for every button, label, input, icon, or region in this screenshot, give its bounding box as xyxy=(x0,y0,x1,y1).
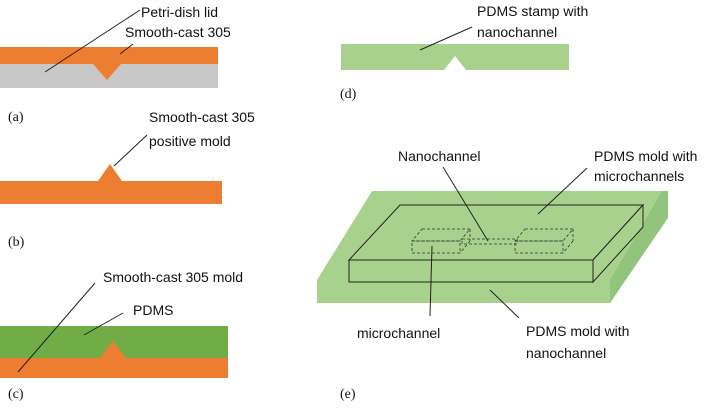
leader-line-smooth-cast-c xyxy=(17,282,96,373)
leader-line-top-mold xyxy=(537,167,588,215)
smooth-cast-v-tip xyxy=(93,64,121,80)
panel-c: Smooth-cast 305 mold PDMS (c) xyxy=(0,269,243,402)
nanochannel-e xyxy=(461,238,518,245)
label-top-mold-2: microchannels xyxy=(594,168,684,184)
label-smooth-cast-a: Smooth-cast 305 xyxy=(125,24,231,40)
leader-line-pdms-c xyxy=(83,312,124,336)
label-petri-dish-lid: Petri-dish lid xyxy=(141,4,218,20)
panel-a: Petri-dish lid Smooth-cast 305 (a) xyxy=(0,4,231,125)
label-positive-mold: positive mold xyxy=(149,133,231,149)
label-top-mold-1: PDMS mold with xyxy=(594,148,697,164)
label-bottom-mold-1: PDMS mold with xyxy=(526,323,629,339)
label-microchannel: microchannel xyxy=(357,325,440,341)
top-slab-front-face xyxy=(348,259,594,283)
smooth-cast-mold-layer xyxy=(0,358,228,378)
leader-line-nanochannel-e xyxy=(442,166,489,242)
label-pdms-c: PDMS xyxy=(133,302,173,318)
leader-line-microchannel xyxy=(429,245,433,317)
leader-line-bottom-mold xyxy=(489,289,520,319)
top-slab-top-face xyxy=(347,204,645,261)
panel-tag-b: (b) xyxy=(8,235,25,250)
panel-tag-a: (a) xyxy=(8,110,24,125)
smooth-cast-positive-mold xyxy=(0,181,222,204)
panel-d: PDMS stamp with nanochannel (d) xyxy=(340,3,588,102)
panel-tag-e: (e) xyxy=(340,387,356,402)
bottom-slab-front-face xyxy=(317,280,610,303)
label-smooth-cast-b: Smooth-cast 305 xyxy=(149,109,255,125)
bottom-slab-side xyxy=(610,191,668,303)
stamp-nanochannel-notch xyxy=(444,56,466,70)
smooth-cast-layer xyxy=(0,47,218,64)
panel-e: Nanochannel PDMS mold with microchannels… xyxy=(317,148,697,402)
leader-line-petri-lid xyxy=(44,9,141,73)
positive-mold-ridge xyxy=(98,164,122,181)
microchannel-right xyxy=(514,228,574,254)
label-nanochannel-e: Nanochannel xyxy=(398,148,481,164)
label-smooth-cast-mold: Smooth-cast 305 mold xyxy=(103,269,243,285)
leader-line-positive-mold xyxy=(113,134,148,167)
panel-tag-c: (c) xyxy=(8,387,24,402)
label-pdms-stamp: PDMS stamp with xyxy=(477,3,588,19)
label-bottom-mold-2: nanochannel xyxy=(526,345,606,361)
leader-line-smooth-cast-a xyxy=(119,43,134,55)
panel-tag-d: (d) xyxy=(340,87,357,102)
leader-line-pdms-stamp xyxy=(419,26,473,51)
mold-ridge-c xyxy=(100,341,126,358)
panel-b: Smooth-cast 305 positive mold (b) xyxy=(0,109,255,250)
label-nanochannel-d: nanochannel xyxy=(477,24,557,40)
